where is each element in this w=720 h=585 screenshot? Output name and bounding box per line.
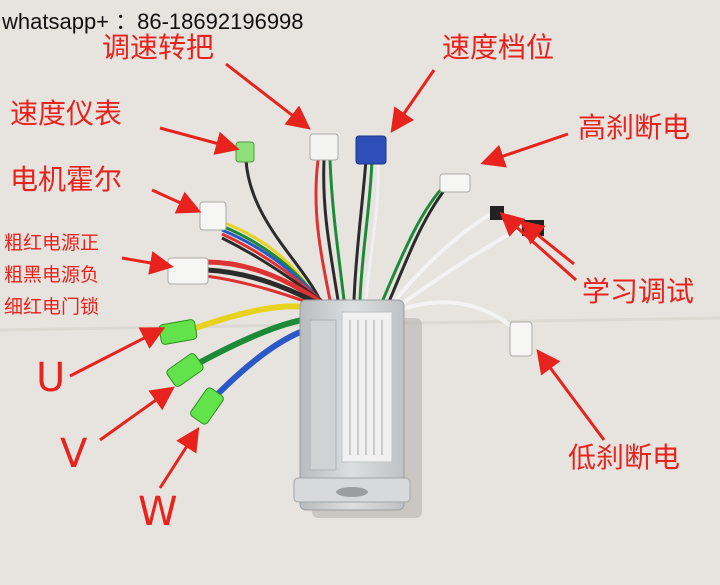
connector-low-brake bbox=[509, 321, 533, 357]
label-phase-u: U bbox=[36, 355, 66, 401]
label-learning: 学习调试 bbox=[582, 275, 695, 308]
connector-phase-v bbox=[166, 353, 204, 387]
contact-number: whatsapp+ ：86-18692196998 bbox=[2, 9, 304, 34]
label-low-brake: 低刹断电 bbox=[568, 441, 681, 474]
connector-power bbox=[167, 257, 209, 285]
connector-phase-w bbox=[190, 387, 224, 425]
label-high-brake: 高刹断电 bbox=[578, 111, 691, 144]
controller-box bbox=[293, 299, 411, 511]
connector-speed-gear bbox=[355, 135, 387, 165]
annotation-arrows bbox=[69, 62, 606, 489]
label-motor-hall: 电机霍尔 bbox=[10, 163, 123, 196]
connector-speedometer bbox=[235, 141, 255, 163]
label-power-positive: 粗红电源正 bbox=[4, 232, 100, 254]
connector-hall bbox=[199, 201, 227, 231]
label-speed-gear: 速度档位 bbox=[442, 31, 555, 64]
label-power-negative: 粗黑电源负 bbox=[4, 264, 100, 286]
label-door-lock: 细红电门锁 bbox=[4, 296, 100, 318]
label-speedometer: 速度仪表 bbox=[10, 97, 123, 130]
label-phase-v: V bbox=[60, 431, 88, 477]
connector-high-brake bbox=[439, 173, 471, 193]
connector-throttle bbox=[309, 133, 339, 161]
label-throttle: 调速转把 bbox=[102, 31, 215, 64]
label-phase-w: W bbox=[138, 489, 178, 535]
